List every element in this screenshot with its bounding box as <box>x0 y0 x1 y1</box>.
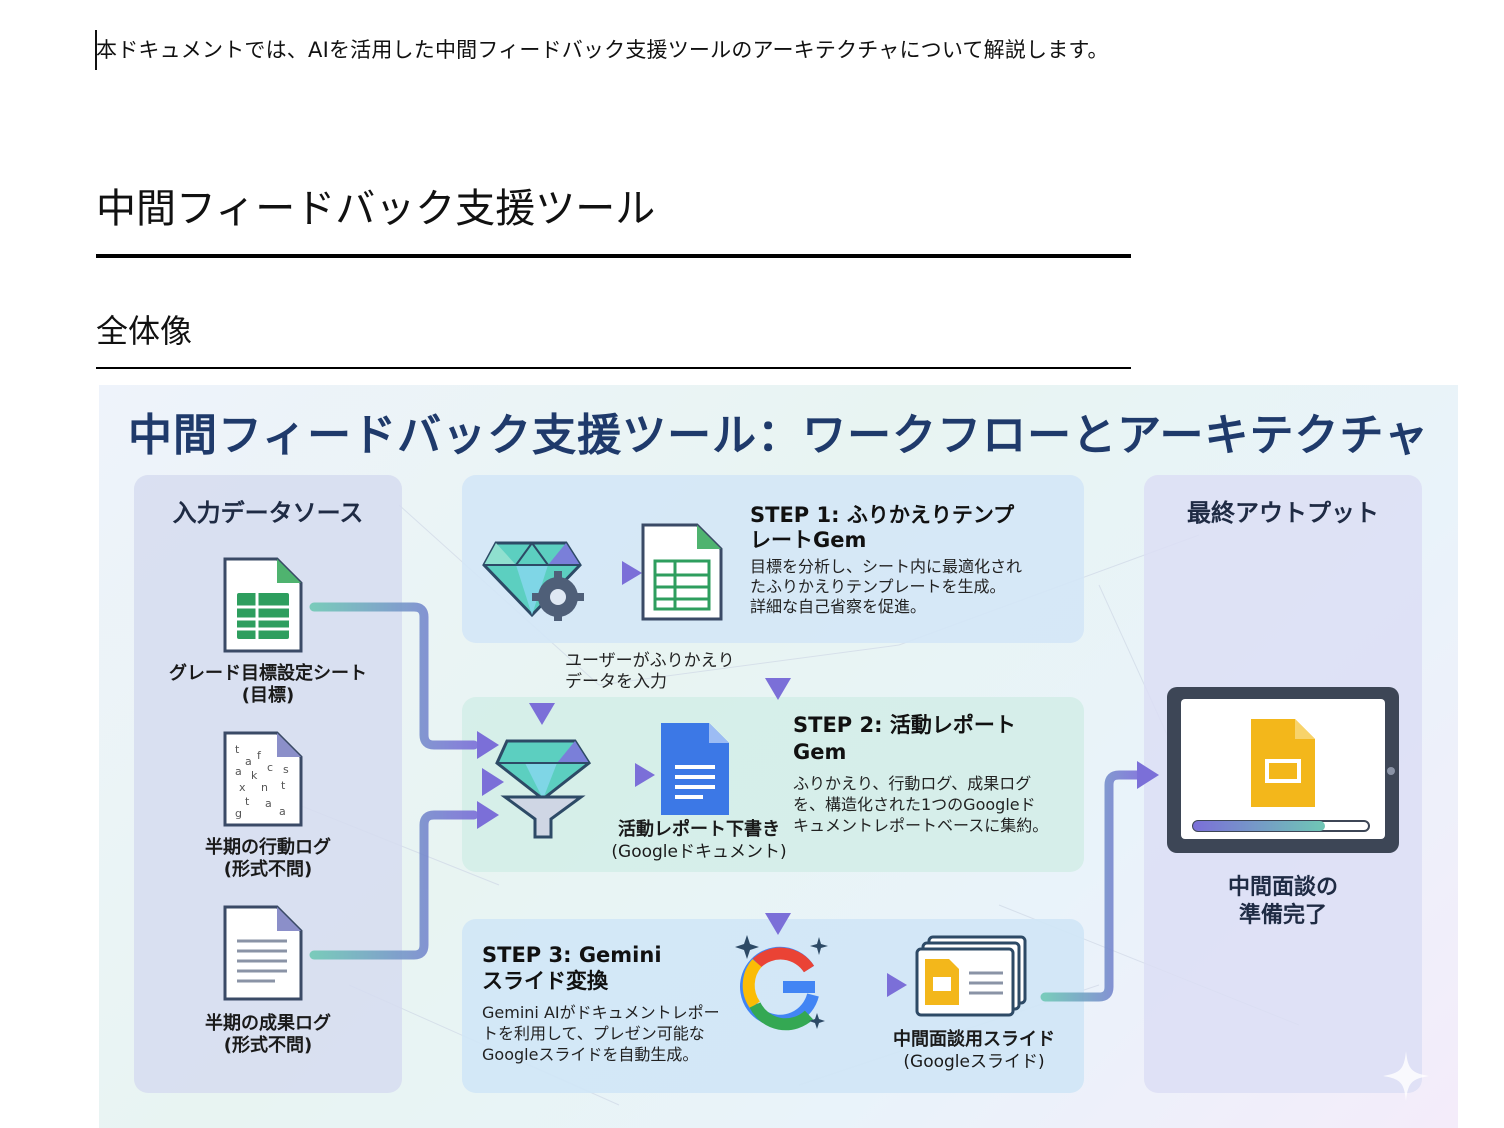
heading-1-rule <box>96 254 1131 258</box>
heading-1[interactable]: 中間フィードバック支援ツール <box>96 186 656 232</box>
step1-spreadsheet-icon <box>641 523 723 621</box>
step3-desc-line3: Googleスライドを自動生成。 <box>482 1045 699 1064</box>
svg-text:g: g <box>235 807 242 820</box>
step2-desc-line1: ふりかえり、行動ログ、成果ログ <box>793 774 1032 793</box>
svg-text:c: c <box>267 761 273 774</box>
input-item-3-sub: (形式不問) <box>223 1035 313 1056</box>
step3-title-line2: スライド変換 <box>482 969 608 993</box>
step2-panel <box>462 697 1084 872</box>
svg-text:t: t <box>245 795 250 808</box>
spreadsheet-icon <box>223 557 303 653</box>
step1-title-line2: レートGem <box>750 528 867 552</box>
step3-desc-line1: Gemini AIがドキュメントレポー <box>482 1003 720 1022</box>
svg-text:a: a <box>279 805 286 818</box>
svg-text:k: k <box>251 769 258 782</box>
google-g-sparkle-icon <box>735 935 828 1031</box>
svg-text:t: t <box>281 779 286 792</box>
intro-paragraph[interactable]: 本ドキュメントでは、AIを活用した中間フィードバック支援ツールのアーキテクチャに… <box>96 38 1109 62</box>
diagram-title: 中間フィードバック支援ツール：ワークフローとアーキテクチャ <box>127 410 1430 461</box>
output-label-line2: 準備完了 <box>1238 903 1327 928</box>
output-panel-header: 最終アウトプット <box>1187 499 1379 527</box>
step3-desc-line2: トを利用して、プレゼン可能な <box>482 1024 705 1043</box>
svg-text:a: a <box>245 755 252 768</box>
step1-desc-line3: 詳細な自己省察を促進。 <box>750 597 927 616</box>
svg-text:a: a <box>265 797 272 810</box>
output-label-line1: 中間面談の <box>1227 875 1338 900</box>
step2-desc-line2: を、構造化された1つのGoogleド <box>793 795 1036 814</box>
step2-output-sub: (Googleドキュメント) <box>611 842 787 862</box>
tablet-slides-icon <box>1167 687 1399 853</box>
text-cursor <box>95 30 97 70</box>
svg-text:s: s <box>283 763 289 776</box>
sparkle-watermark-icon <box>1383 1051 1429 1101</box>
step3-title-line1: STEP 3: Gemini <box>482 943 662 967</box>
input-item-1-sub: (目標) <box>241 685 295 706</box>
google-docs-icon <box>661 723 729 815</box>
input-panel-header: 入力データソース <box>172 499 364 527</box>
gem-funnel-icon <box>495 739 591 839</box>
step3-output-label: 中間面談用スライド <box>893 1029 1055 1050</box>
step3-output-sub: (Googleスライド) <box>903 1052 1045 1072</box>
svg-text:x: x <box>239 781 246 794</box>
step2-title-line2: Gem <box>793 740 847 764</box>
svg-text:a: a <box>235 765 242 778</box>
user-input-note-line2: データを入力 <box>565 672 667 692</box>
user-input-note-line1: ユーザーがふりかえり <box>565 651 735 671</box>
heading-2-rule <box>96 367 1131 369</box>
gem-gear-icon <box>482 541 584 621</box>
svg-text:t: t <box>235 743 240 756</box>
input-item-1-label: グレード目標設定シート <box>169 663 367 684</box>
step2-title-line1: STEP 2: 活動レポート <box>793 713 1016 737</box>
input-item-2-label: 半期の行動ログ <box>205 837 331 858</box>
step2-output-label: 活動レポート下書き <box>618 819 780 840</box>
architecture-diagram-image[interactable]: 中間フィードバック支援ツール：ワークフローとアーキテクチャ <box>99 385 1458 1128</box>
google-slides-stack-icon <box>915 935 1027 1017</box>
step1-desc-line2: たふりかえりテンプレートを生成。 <box>750 577 1006 596</box>
input-item-3-label: 半期の成果ログ <box>205 1013 331 1034</box>
svg-text:n: n <box>261 781 268 794</box>
step1-desc-line1: 目標を分析し、シート内に最適化され <box>750 557 1023 576</box>
svg-text:f: f <box>257 749 262 762</box>
step1-title-line1: STEP 1: ふりかえりテンプ <box>750 503 1015 527</box>
heading-2[interactable]: 全体像 <box>96 312 193 350</box>
text-document-icon <box>223 905 303 1001</box>
step2-desc-line3: キュメントレポートベースに集約。 <box>793 816 1049 835</box>
input-item-2-sub: (形式不問) <box>223 859 313 880</box>
flow-arrows <box>309 561 1159 1002</box>
